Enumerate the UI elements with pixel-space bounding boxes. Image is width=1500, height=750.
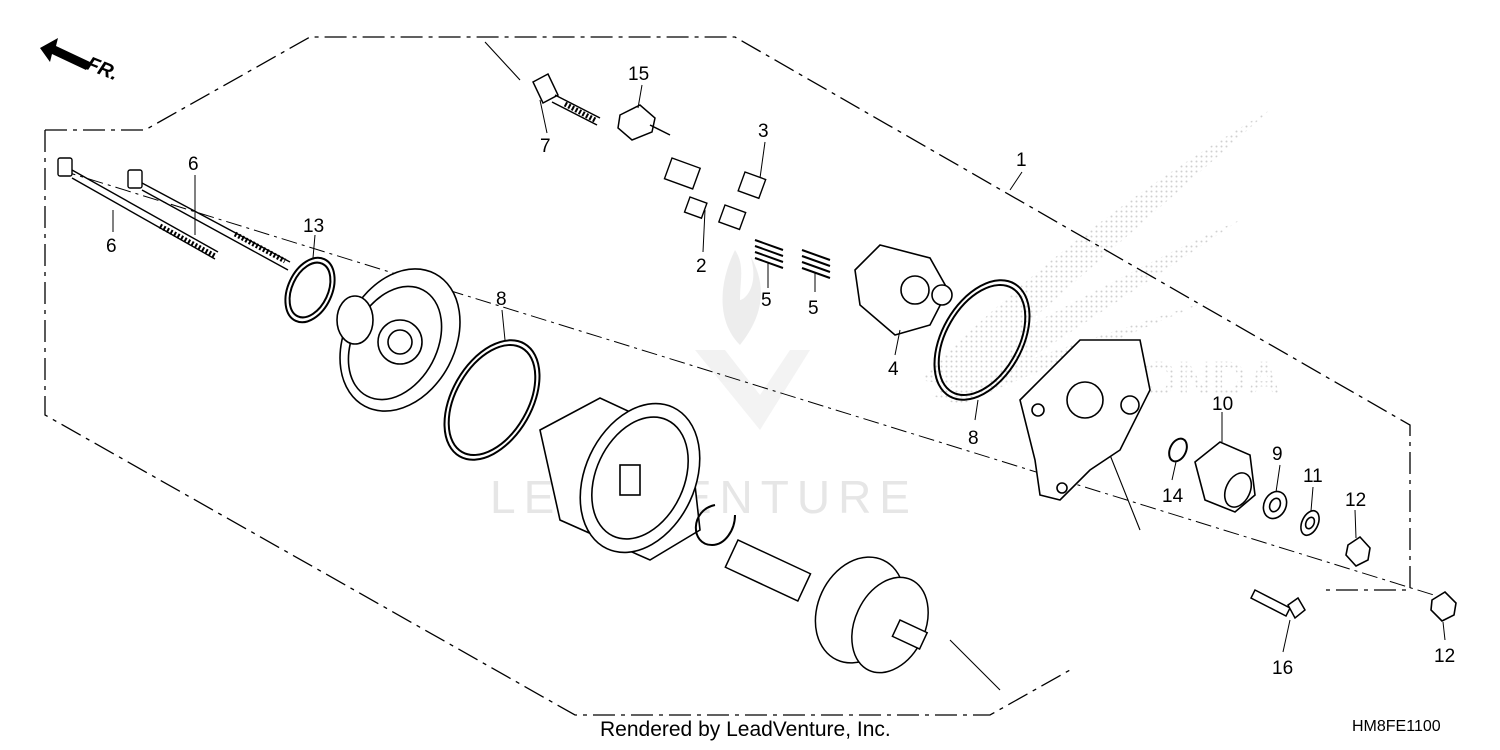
callout-label: 10	[1212, 394, 1233, 415]
callout-label: 3	[758, 121, 769, 142]
rear-cover	[1019, 339, 1151, 501]
washer-9	[1262, 490, 1288, 520]
washer-14	[1168, 437, 1188, 463]
callout-labels: 1 2 3 4 5 5 6 6 7 8 8 9 10 11 12 12 13 1…	[106, 64, 1455, 679]
callout-label: 8	[496, 289, 507, 310]
callout-label: 16	[1272, 658, 1293, 679]
callout-label: 4	[888, 359, 899, 380]
callout-label: 5	[808, 298, 819, 319]
mounting-bolt	[1249, 588, 1306, 620]
render-credit: Rendered by LeadVenture, Inc.	[600, 718, 891, 741]
terminal-insulator	[1194, 441, 1256, 513]
callout-label: 6	[188, 154, 199, 175]
terminal-nut	[617, 104, 671, 141]
snap-ring	[694, 504, 736, 547]
callout-label: 13	[303, 216, 324, 237]
flange-nut-upper	[1345, 535, 1371, 567]
brush-holder	[854, 244, 953, 336]
armature	[724, 539, 929, 674]
callout-label: 1	[1016, 150, 1027, 171]
o-ring-large-rear	[933, 279, 1031, 401]
assembly-boundary-outer	[44, 36, 1411, 716]
brush-set	[663, 157, 767, 231]
through-bolt-lower	[57, 157, 219, 260]
o-ring-large-front	[443, 339, 541, 461]
flange-nut-lower	[1430, 590, 1457, 622]
callout-label: 15	[628, 64, 649, 85]
assembly-axis-line	[59, 169, 1451, 601]
callout-label: 14	[1162, 486, 1184, 507]
callout-label: 2	[696, 256, 707, 277]
front-cover	[336, 268, 461, 412]
svg-text:ONDA: ONDA	[1140, 353, 1281, 406]
washer-11	[1300, 509, 1320, 537]
callout-label: 6	[106, 236, 117, 257]
flame-watermark	[695, 250, 810, 430]
front-direction-arrow-icon	[40, 38, 90, 70]
callout-label: 11	[1303, 466, 1323, 487]
terminal-bolt	[532, 72, 601, 126]
leader-lines	[112, 84, 1446, 653]
brush-spring-right	[801, 249, 831, 279]
callout-label: 12	[1434, 646, 1455, 667]
callout-label: 7	[540, 136, 551, 157]
brush-spring-left	[754, 239, 784, 269]
callout-label: 8	[968, 428, 979, 449]
callout-label: 12	[1345, 490, 1366, 511]
callout-label: 5	[761, 290, 772, 311]
diagram-code: HM8FE1100	[1352, 718, 1441, 735]
callout-label: 9	[1272, 444, 1283, 465]
through-bolt-upper	[127, 169, 291, 271]
motor-yoke	[539, 397, 701, 561]
o-ring-small	[284, 256, 336, 324]
